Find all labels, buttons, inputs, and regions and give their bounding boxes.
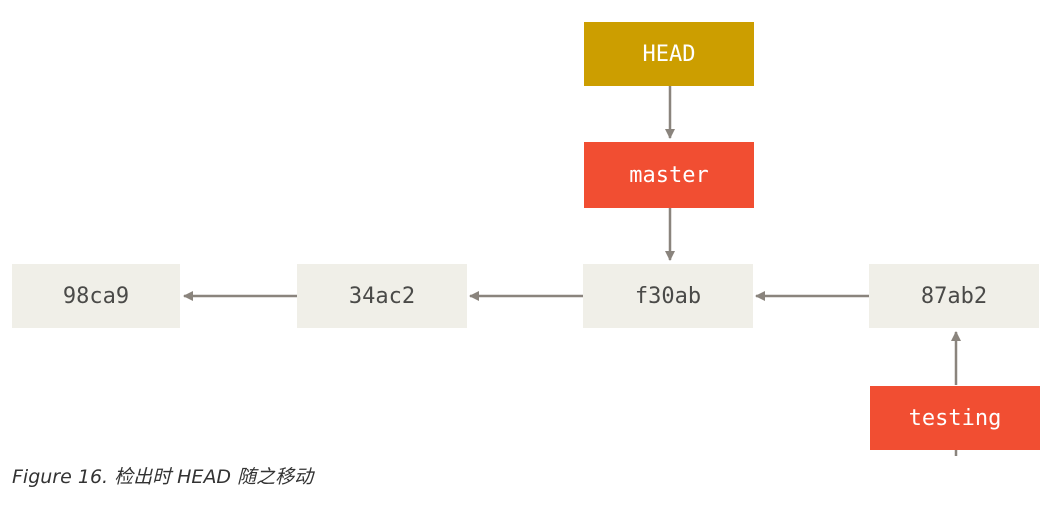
commit-87ab2: 87ab2 bbox=[869, 264, 1039, 328]
figure-caption: Figure 16. 检出时 HEAD 随之移动 bbox=[12, 466, 314, 488]
branch-testing: testing bbox=[870, 386, 1040, 450]
commit-f30ab: f30ab bbox=[583, 264, 753, 328]
branch-master: master bbox=[584, 142, 754, 208]
commit-34ac2: 34ac2 bbox=[297, 264, 467, 328]
commit-98ca9: 98ca9 bbox=[12, 264, 180, 328]
head-pointer: HEAD bbox=[584, 22, 754, 86]
